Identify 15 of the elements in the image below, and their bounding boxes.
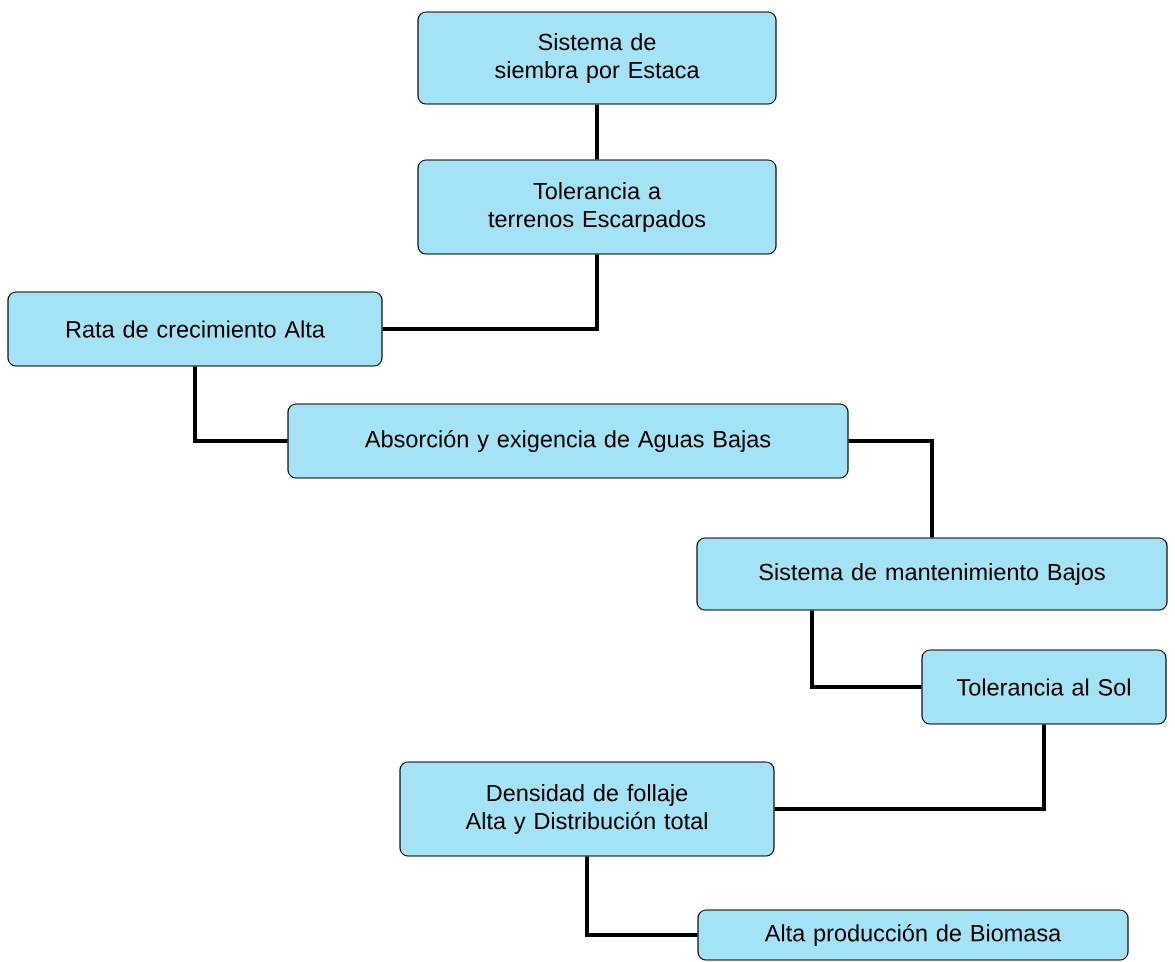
connector-line <box>774 724 1046 811</box>
process-box: Absorción y exigencia de Aguas Bajas <box>287 403 849 479</box>
process-box: Densidad de follaje Alta y Distribución total <box>399 761 775 857</box>
process-box: Tolerancia a terrenos Escarpados <box>417 159 777 255</box>
connector-line <box>585 856 698 937</box>
connector-line <box>810 610 922 689</box>
process-box: Tolerancia al Sol <box>921 649 1167 725</box>
connector-line <box>193 366 288 443</box>
process-box: Sistema de siembra por Estaca <box>417 11 777 105</box>
process-box: Rata de crecimiento Alta <box>7 291 383 367</box>
connector-line <box>848 439 934 538</box>
process-box: Sistema de mantenimiento Bajos <box>696 537 1168 611</box>
process-box: Alta producción de Biomasa <box>697 909 1129 961</box>
connector-line <box>382 254 599 331</box>
connector-line <box>595 104 599 160</box>
